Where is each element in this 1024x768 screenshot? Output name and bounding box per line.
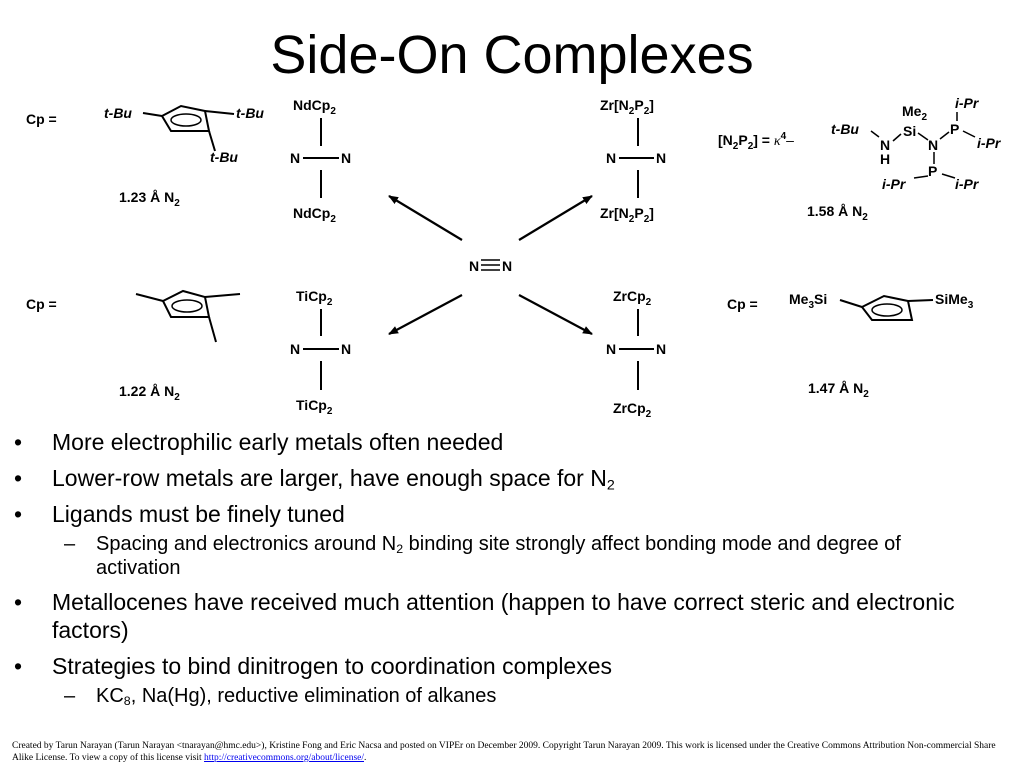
arrow-to-zr bbox=[518, 294, 593, 335]
ti-side-on-complex: TiCp2 N N TiCp2 bbox=[290, 288, 351, 417]
footer-credits: Created by Tarun Narayan (Tarun Narayan … bbox=[12, 741, 996, 763]
svg-text:N: N bbox=[656, 150, 666, 166]
center-n-left: N bbox=[469, 258, 479, 274]
tbu-bottom-label: t-Bu bbox=[210, 149, 238, 165]
svg-text:P: P bbox=[950, 121, 959, 137]
nd-bond-length: 1.23 Å N2 bbox=[119, 189, 180, 209]
zr-cp-ligand: Cp = Me3Si SiMe3 1.47 Å N2 bbox=[727, 291, 974, 400]
svg-text:P: P bbox=[928, 163, 937, 179]
arrow-to-zr-pnp bbox=[518, 195, 593, 241]
svg-text:i-Pr: i-Pr bbox=[955, 176, 980, 192]
zr-bottom-label: ZrCp2 bbox=[613, 400, 652, 420]
reaction-arrows bbox=[388, 195, 593, 335]
ti-cp-label: Cp = bbox=[26, 296, 57, 312]
slide-title: Side-On Complexes bbox=[270, 25, 754, 85]
ti-bottom-label: TiCp2 bbox=[296, 397, 333, 417]
svg-text:N: N bbox=[290, 341, 300, 357]
zr-side-on-complex: ZrCp2 N N ZrCp2 bbox=[606, 288, 666, 420]
n2p2-ligand: [N2P2] = κ4– Me2 Si t-Bu N H N P P i-Pr … bbox=[718, 95, 1002, 223]
nd-top-label: NdCp2 bbox=[293, 97, 336, 117]
svg-text:H: H bbox=[880, 151, 890, 167]
arrow-to-nd bbox=[388, 195, 463, 241]
dinitrogen-center: N N bbox=[469, 258, 512, 274]
zr-bond-length: 1.47 Å N2 bbox=[808, 380, 869, 400]
tbu-right-label: t-Bu bbox=[236, 105, 264, 121]
sub-bullet-item: Spacing and electronics around N2 bindin… bbox=[0, 532, 1024, 580]
reaction-scheme: N N Cp = t-Bu t-Bu t-Bu 1.23 Å N2 NdCp2 … bbox=[26, 95, 1002, 420]
center-n-right: N bbox=[502, 258, 512, 274]
zr-pnp-top-label: Zr[N2P2] bbox=[600, 97, 654, 117]
zr-pnp-side-on-complex: Zr[N2P2] N N Zr[N2P2] bbox=[600, 97, 666, 225]
nd-bottom-label: NdCp2 bbox=[293, 205, 336, 225]
svg-text:i-Pr: i-Pr bbox=[977, 135, 1002, 151]
svg-text:N: N bbox=[341, 341, 351, 357]
zr-top-label: ZrCp2 bbox=[613, 288, 652, 308]
zr-cp-left-sub: Me3Si bbox=[789, 291, 827, 311]
sub-bullet-item: KC8, Na(Hg), reductive elimination of al… bbox=[0, 684, 1024, 708]
svg-text:Si: Si bbox=[903, 123, 916, 139]
zr-cp-label: Cp = bbox=[727, 296, 758, 312]
nd-cp-label: Cp = bbox=[26, 111, 57, 127]
zr-pnp-bottom-label: Zr[N2P2] bbox=[600, 205, 654, 225]
ti-top-label: TiCp2 bbox=[296, 288, 333, 308]
zr-cp-right-sub: SiMe3 bbox=[935, 291, 974, 311]
svg-text:Me2: Me2 bbox=[902, 103, 927, 123]
svg-text:i-Pr: i-Pr bbox=[955, 95, 980, 111]
bullet-item: Lower-row metals are larger, have enough… bbox=[0, 464, 1024, 493]
svg-text:i-Pr: i-Pr bbox=[882, 176, 907, 192]
tbu-left-label: t-Bu bbox=[104, 105, 132, 121]
arrow-to-ti bbox=[388, 294, 463, 335]
svg-text:N: N bbox=[928, 137, 938, 153]
bullet-list: More electrophilic early metals often ne… bbox=[0, 428, 1024, 716]
nd-cp-ligand: Cp = t-Bu t-Bu t-Bu 1.23 Å N2 bbox=[26, 104, 264, 209]
svg-text:N: N bbox=[656, 341, 666, 357]
bullet-item: More electrophilic early metals often ne… bbox=[0, 428, 1024, 456]
nd-side-on-complex: NdCp2 N N NdCp2 bbox=[290, 97, 351, 225]
n2p2-ligand-label: [N2P2] = κ4– bbox=[718, 131, 794, 152]
svg-text:N: N bbox=[341, 150, 351, 166]
license-link[interactable]: http://creativecommons.org/about/license… bbox=[204, 753, 364, 763]
ti-cp-ligand: Cp = 1.22 Å N2 bbox=[26, 289, 241, 403]
bullet-item: Strategies to bind dinitrogen to coordin… bbox=[0, 652, 1024, 680]
bullet-item: Metallocenes have received much attentio… bbox=[0, 588, 1024, 644]
svg-text:N: N bbox=[290, 150, 300, 166]
bullet-item: Ligands must be finely tuned bbox=[0, 500, 1024, 528]
svg-text:N: N bbox=[606, 150, 616, 166]
svg-text:N: N bbox=[880, 137, 890, 153]
zr-pnp-bond-length: 1.58 Å N2 bbox=[807, 203, 868, 223]
svg-text:N: N bbox=[606, 341, 616, 357]
ti-bond-length: 1.22 Å N2 bbox=[119, 383, 180, 403]
svg-text:t-Bu: t-Bu bbox=[831, 121, 859, 137]
